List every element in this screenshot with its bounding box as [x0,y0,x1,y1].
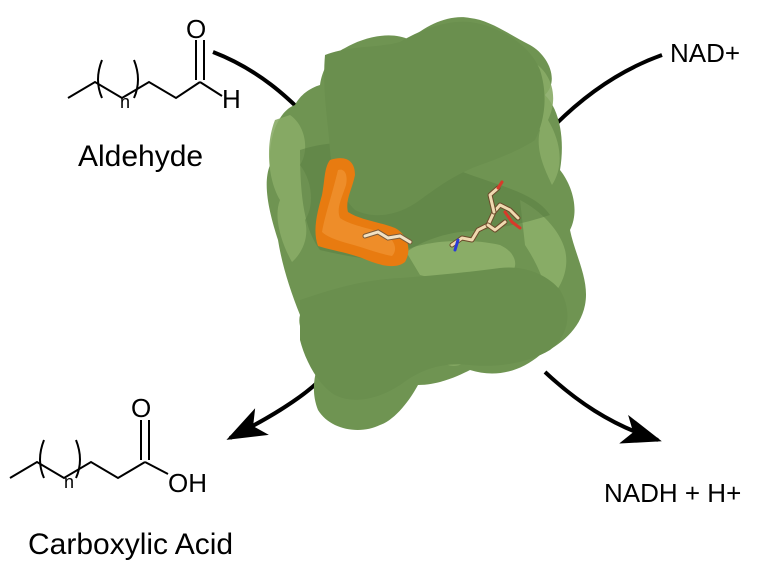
nad-cofactor [449,180,522,252]
aldehyde-structure [67,40,223,100]
acid-repeat-n: n [64,472,74,492]
acid-structure [9,420,169,480]
aldehyde-oxygen: O [186,14,206,44]
aldehyde-hydrogen: H [222,84,241,114]
acid-hydroxyl: OH [168,468,207,498]
aldehyde-label: Aldehyde [78,140,204,173]
acid-oxygen: O [131,393,151,423]
arrow-nad-in [553,53,663,127]
carboxylic-acid-label: Carboxylic Acid [28,528,234,561]
substrate-ligand [362,229,413,245]
arrow-nadh-out [543,370,662,444]
nadh-label: NADH + H+ [604,478,742,508]
arrow-acid-out [226,378,322,440]
nad-plus-label: NAD+ [670,38,741,68]
protein-surface [266,17,587,430]
aldehyde-repeat-n: n [120,92,130,112]
